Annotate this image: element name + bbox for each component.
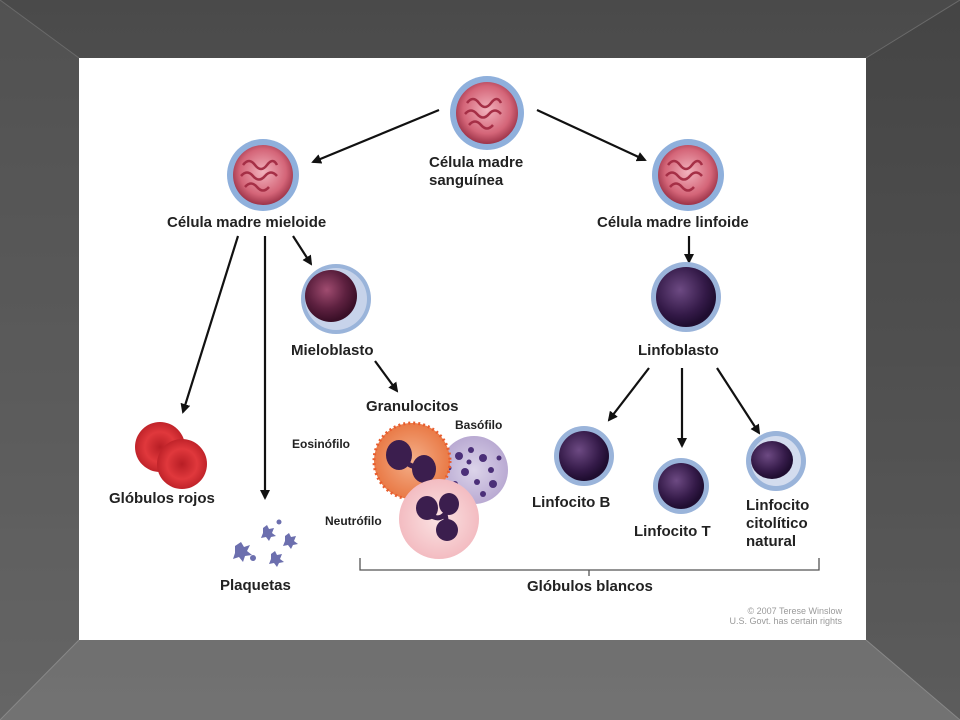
lymphoblast-cell-image xyxy=(651,262,721,332)
platelets-image xyxy=(233,519,298,567)
lymphocyte-t-image xyxy=(653,458,709,514)
arrow-lymphoblast-to-b xyxy=(607,367,650,422)
label-granulocytes: Granulocitos xyxy=(366,398,459,415)
red-blood-cells-image xyxy=(135,422,207,489)
arrow-myeloid-to-red xyxy=(180,235,240,414)
copyright-notice: © 2007 Terese Winslow U.S. Govt. has cer… xyxy=(717,606,842,626)
copyright-line-2: U.S. Govt. has certain rights xyxy=(729,616,842,626)
neutrophil-cell-image xyxy=(399,479,479,559)
arrow-myeloid-to-myeloblast xyxy=(292,235,313,266)
label-lymphocyte-b: Linfocito B xyxy=(532,494,611,511)
arrow-myeloblast-to-granulocytes xyxy=(374,360,399,393)
arrow-stem-to-myeloid xyxy=(311,108,440,164)
label-neutrophil: Neutrófilo xyxy=(325,514,382,528)
lymphoid-stem-cell-image xyxy=(652,139,724,211)
label-lymphoid-stem: Célula madre linfoide xyxy=(597,214,749,231)
label-basophil: Basófilo xyxy=(455,418,503,432)
copyright-line-1: © 2007 Terese Winslow xyxy=(747,606,842,616)
natural-killer-cell-image xyxy=(746,431,806,491)
label-eosinophil: Eosinófilo xyxy=(292,437,350,451)
label-lymphoblast: Linfoblasto xyxy=(638,342,719,359)
label-myeloblast: Mieloblasto xyxy=(291,342,374,359)
diagram-slide: Célula madre sanguínea Célula madre miel… xyxy=(79,58,866,640)
myeloblast-cell-image xyxy=(301,264,371,334)
label-white-blood-cells: Glóbulos blancos xyxy=(527,578,653,595)
flow-arrows xyxy=(180,108,761,500)
label-lymphocyte-t: Linfocito T xyxy=(634,523,711,540)
arrow-stem-to-lymphoid xyxy=(536,109,647,162)
label-myeloid-stem: Célula madre mieloide xyxy=(167,214,327,231)
label-red-blood-cells: Glóbulos rojos xyxy=(109,490,215,507)
label-stem-cell: Célula madre sanguínea xyxy=(429,154,524,189)
diagram-graphics xyxy=(135,76,820,576)
label-natural-killer: Linfocito citolítico natural xyxy=(746,497,810,550)
stem-cell-image xyxy=(450,76,524,150)
white-cells-bracket xyxy=(359,558,820,576)
lymphocyte-b-image xyxy=(554,426,614,486)
label-platelets: Plaquetas xyxy=(220,577,291,594)
myeloid-stem-cell-image xyxy=(227,139,299,211)
arrow-lymphoblast-to-nk xyxy=(716,367,761,435)
